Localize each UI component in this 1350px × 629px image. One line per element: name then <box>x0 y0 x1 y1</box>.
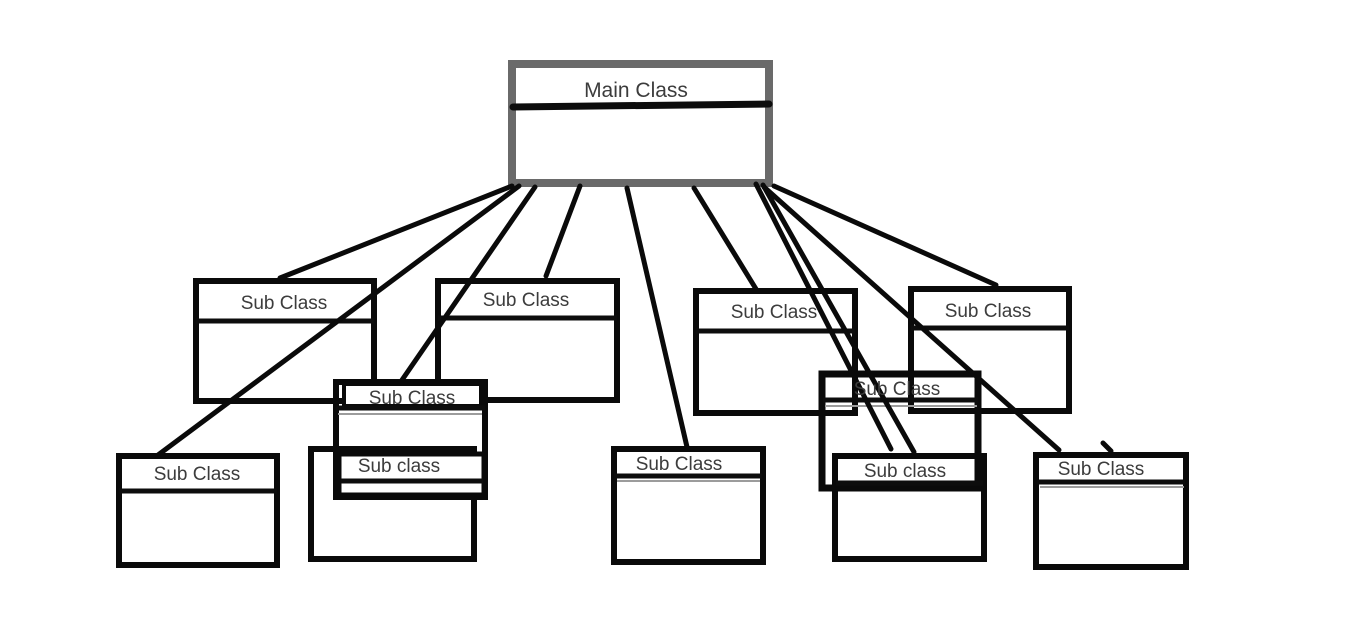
edge-main-to-top-right <box>771 183 999 288</box>
edge-main-to-top-left <box>277 183 515 281</box>
main-class-box-group <box>508 60 773 187</box>
edge-main-to-top-mid-left <box>543 183 583 279</box>
edge-main-to-bottom-far-left <box>155 183 522 458</box>
stray-stroke-above-bottom-right <box>1100 440 1114 454</box>
edge-main-to-bottom-right <box>761 184 1062 453</box>
main-title-underline <box>509 100 773 111</box>
label-sub-top-left: Sub Class <box>241 293 328 314</box>
sub-class-box-bottom-right <box>1033 452 1189 570</box>
sub-class-box-top-left <box>193 278 377 404</box>
main-class-label: Main Class <box>584 79 688 102</box>
sub-class-box-top-mid-left <box>435 278 620 403</box>
title-bar-bottom-left <box>336 451 487 498</box>
label-sub-bottom-mid-right: Sub class <box>864 461 946 482</box>
label-sub-overlap-right: Sub Class <box>854 379 941 400</box>
sub-class-box-bottom-far-left <box>116 453 280 568</box>
sub-class-box-top-right <box>908 286 1072 414</box>
edge-main-to-bottom-mid-right-b <box>760 182 917 455</box>
labels: Main Class Sub Class Sub Class Sub Class… <box>154 79 1145 485</box>
main-class-box <box>508 60 773 187</box>
label-sub-bottom-right: Sub Class <box>1058 459 1145 480</box>
connectors <box>155 181 1114 458</box>
edge-main-to-bottom-mid-right-a <box>753 181 894 452</box>
edge-main-to-bottom-middle <box>624 185 690 450</box>
label-sub-overlap-left: Sub Class <box>369 388 456 409</box>
sub-class-boxes <box>116 278 1189 570</box>
edge-main-to-top-mid-right <box>691 185 759 292</box>
label-sub-top-right: Sub Class <box>945 301 1032 322</box>
label-sub-bottom-middle: Sub Class <box>636 454 723 475</box>
label-sub-top-mid-right: Sub Class <box>731 302 818 323</box>
label-sub-bottom-far-left: Sub Class <box>154 464 241 485</box>
sub-class-box-bottom-left <box>308 446 477 562</box>
sub-class-box-overlap-right <box>818 370 982 492</box>
label-sub-top-mid-left: Sub Class <box>483 290 570 311</box>
sub-class-box-bottom-mid-right <box>832 453 987 562</box>
label-sub-bottom-left: Sub class <box>358 456 440 477</box>
edge-main-to-overlap-left <box>399 184 538 383</box>
